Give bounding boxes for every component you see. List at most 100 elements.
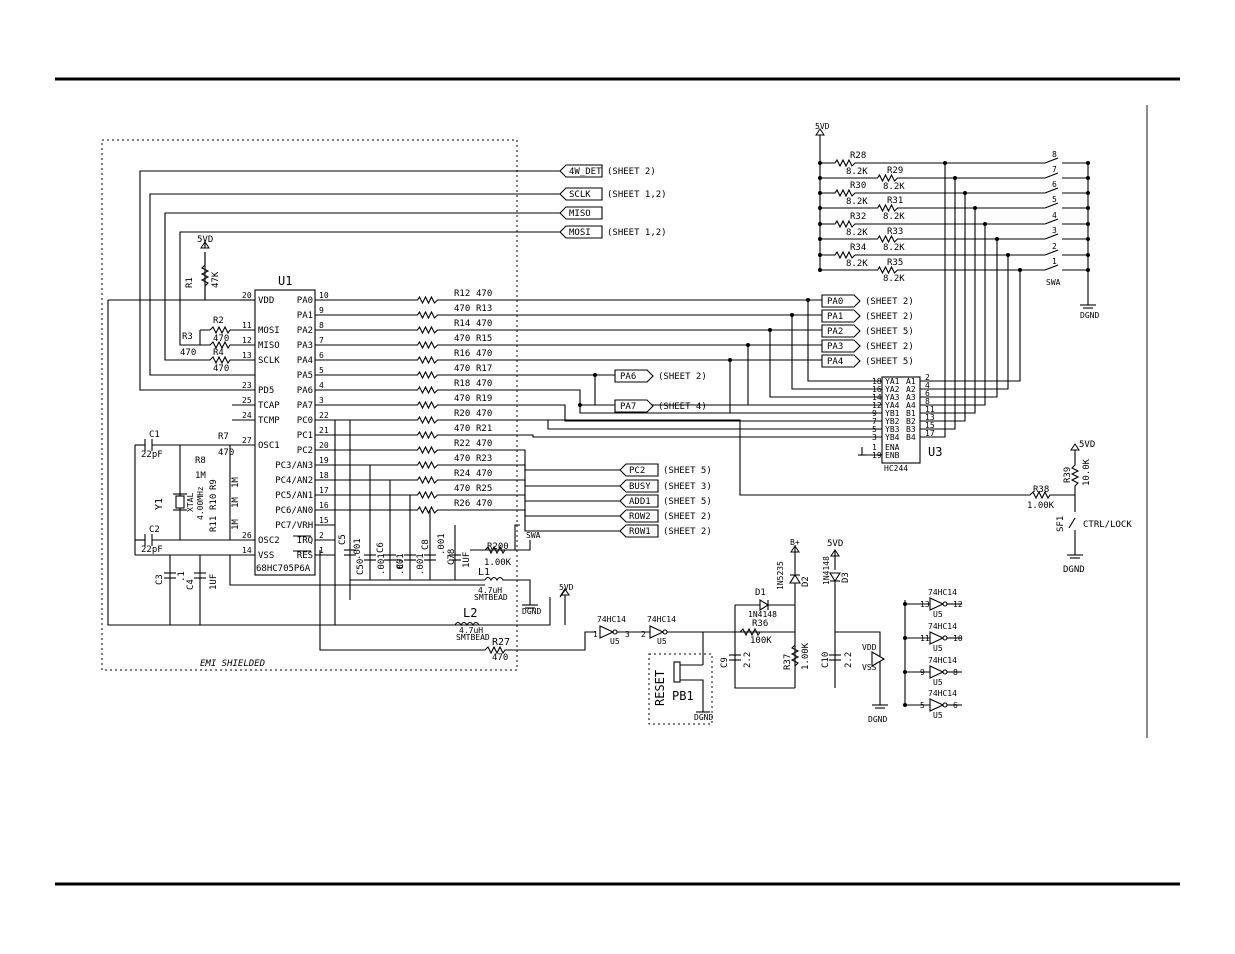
spare-gate-part: 74HC14 [928, 622, 957, 631]
dip-position: 3 [1052, 226, 1057, 235]
spare-gate-body [929, 597, 945, 611]
series-value-r20: 470 [476, 409, 492, 419]
u3-pin-num: 18 [872, 377, 882, 386]
junction-dot [578, 403, 582, 407]
port-4w_det-name: 4W_DET [569, 167, 602, 177]
junction-dot [1086, 237, 1090, 241]
series-value-r18: 470 [476, 379, 492, 389]
u3-to-pullup [920, 270, 1021, 382]
inverter-u5b: 74HC14 U5 2 [641, 615, 676, 646]
port-row1-tag [619, 524, 659, 538]
u3-to-pullup [920, 224, 986, 406]
c10-ref: C10 [821, 652, 831, 668]
spare-gate-unit: U5 [933, 610, 943, 619]
series-value-r16: 470 [476, 349, 492, 359]
y1-value: 4.00MHz [196, 486, 205, 520]
series-ref-r24: R24 [454, 469, 470, 479]
pullup-value: 8.2K [883, 212, 905, 222]
gate1-in: 1 [593, 630, 598, 639]
junction-dot [903, 636, 907, 640]
series-ref-r20: R20 [454, 409, 470, 419]
u3-to-pullup [920, 193, 966, 422]
u3-pin-num: 16 [872, 385, 882, 394]
gate1-out: 3 [625, 630, 630, 639]
port-pa4-tag [821, 354, 861, 368]
dip-switch-ref: SWA [1046, 278, 1061, 287]
r39-supply-label: 5VD [1079, 440, 1095, 450]
c50-value: .001 [377, 553, 387, 575]
series-value-r13: 470 [454, 304, 470, 314]
gate2-part: 74HC14 [647, 615, 676, 624]
port-row2-name: ROW2 [629, 512, 651, 522]
port-pa2-name: PA2 [827, 327, 843, 337]
pullup-value: 8.2K [883, 243, 905, 253]
dip-position: 5 [1052, 195, 1057, 204]
series-ref-r22: R22 [454, 439, 470, 449]
u1-pin-num: 4 [319, 381, 324, 390]
series-ref-r16: R16 [454, 349, 470, 359]
u1-pin-num: 8 [319, 321, 324, 330]
inverter-u5a: 74HC14 U5 1 3 [593, 615, 630, 646]
u1-right-pins: 10PA09PA18PA27PA36PA45PA54PA63PA722PC021… [275, 291, 335, 561]
port-pa6-tag [614, 369, 654, 383]
d1-value: 1N4148 [748, 610, 777, 619]
u1-pin-num: 14 [242, 546, 252, 555]
sf1-ref: SF1 [1056, 516, 1066, 532]
port-pa2-sheet: (SHEET 5) [865, 327, 914, 337]
c6-ref: C6 [376, 542, 386, 553]
u1-pin-num: 21 [319, 426, 329, 435]
pa-port-tags: PA0(SHEET 2)PA1(SHEET 2)PA2(SHEET 5)PA3(… [821, 294, 914, 368]
l1-ref: L1 [478, 567, 490, 578]
pullup-ref: R34 [850, 243, 866, 253]
dip-contact [1044, 172, 1059, 179]
r10-ref: R10 [209, 494, 219, 510]
pc-port-tags: PC2(SHEET 5)BUSY(SHEET 3)ADD1(SHEET 5)RO… [619, 463, 712, 538]
d3-value: 1N4148 [822, 556, 831, 585]
port-add1-name: ADD1 [629, 497, 651, 507]
pullup-value: 8.2K [883, 274, 905, 284]
r8-value: 1M [195, 471, 206, 481]
u1-pin-name: PC6/AN0 [275, 506, 313, 516]
port-pa6-sheet: (SHEET 2) [658, 372, 707, 382]
net-r21 [335, 430, 520, 440]
r9-value: 1M [231, 477, 241, 488]
pullup-ref: R32 [850, 212, 866, 222]
u3-pin-num: 14 [872, 393, 882, 402]
port-pa4-sheet: (SHEET 5) [865, 357, 914, 367]
dip-contact [1044, 187, 1059, 194]
r36-ref: R36 [752, 619, 768, 629]
r27-value: 470 [492, 653, 508, 663]
l1-value: 4.7uH [478, 586, 502, 595]
u3-pin-name: A3 [906, 393, 916, 402]
series-ref-r26: R26 [454, 499, 470, 509]
spare-gate-body [929, 665, 945, 679]
r11-value: 1M [231, 519, 241, 530]
u1-pin-name: PC0 [297, 416, 313, 426]
u1-pin-name: VDD [258, 296, 274, 306]
pa-to-u3-3 [747, 345, 882, 406]
port-pa3-sheet: (SHEET 2) [865, 342, 914, 352]
port-mosi-tag [559, 225, 603, 239]
port-pc2-name: PC2 [629, 466, 645, 476]
port-row1-name: ROW1 [629, 527, 651, 537]
port-row2-tag [619, 509, 659, 523]
series-value-r21: 470 [454, 424, 470, 434]
c5-value: .001 [353, 538, 363, 560]
junction-dot [818, 161, 822, 165]
junction-dot [818, 191, 822, 195]
port-pa1-name: PA1 [827, 312, 843, 322]
u3-pin-name: YB3 [885, 425, 900, 434]
junction-dot [1086, 206, 1090, 210]
pullup-r31 [870, 203, 905, 213]
u1-pin-num: 15 [319, 516, 329, 525]
series-value-r26: 470 [476, 499, 492, 509]
net-r23 [335, 460, 520, 470]
net-r14 [335, 325, 520, 335]
r38-ref: R38 [1033, 485, 1049, 495]
junction-dot [1086, 253, 1090, 257]
port-pa0-name: PA0 [827, 297, 843, 307]
spare-gate-bubble [942, 601, 948, 607]
c2-value: 22pF [141, 545, 163, 555]
